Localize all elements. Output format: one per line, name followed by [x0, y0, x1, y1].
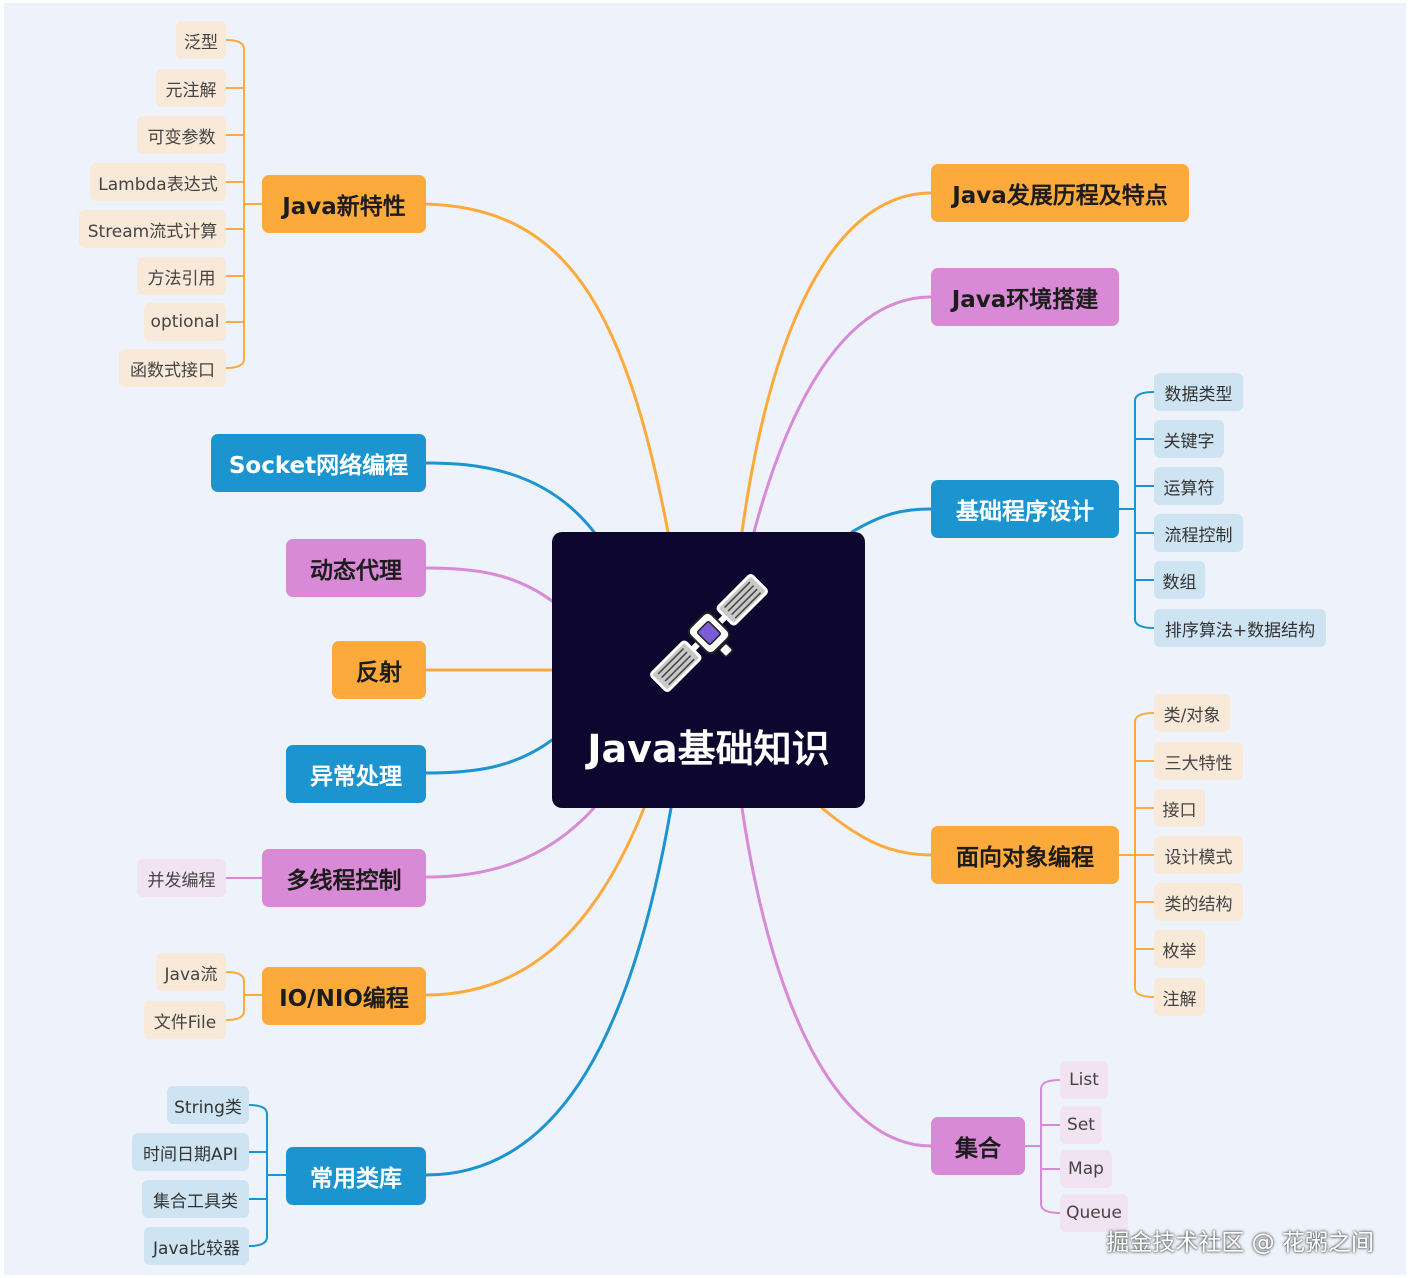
leaf-meta-annotation[interactable]: 元注解 — [156, 69, 226, 107]
connector-lines — [225, 39, 1155, 1247]
leaf-design-patterns[interactable]: 设计模式 — [1154, 836, 1243, 874]
link-basic-programming — [850, 507, 933, 534]
link-dynamic-proxy — [424, 566, 554, 603]
link-io-nio — [424, 806, 646, 997]
link-oop — [820, 806, 933, 857]
leaf-map[interactable]: Map — [1060, 1150, 1112, 1188]
satellite-icon — [649, 574, 768, 692]
branch-reflection[interactable]: 反射 — [332, 641, 426, 699]
branch-exception[interactable]: 异常处理 — [286, 745, 426, 803]
leaf-file[interactable]: 文件File — [144, 1001, 226, 1039]
link-multithread — [424, 806, 596, 879]
leaf-generics[interactable]: 泛型 — [176, 21, 226, 59]
link-collections — [740, 806, 933, 1148]
watermark-text: 掘金技术社区 @ 花粥之间 — [1106, 1230, 1374, 1256]
leaf-keywords[interactable]: 关键字 — [1154, 420, 1224, 458]
leaf-list[interactable]: List — [1060, 1061, 1108, 1099]
leaf-enum[interactable]: 枚举 — [1154, 930, 1205, 968]
leaf-sorting-ds[interactable]: 排序算法+数据结构 — [1154, 609, 1326, 647]
link-socket — [424, 461, 596, 534]
leaf-java-stream-io[interactable]: Java流 — [156, 953, 226, 991]
leaf-collection-utils[interactable]: 集合工具类 — [142, 1180, 249, 1218]
leaf-arrays[interactable]: 数组 — [1154, 561, 1205, 599]
link-common-libs — [424, 806, 673, 1177]
leaf-java-comparator[interactable]: Java比较器 — [144, 1227, 249, 1265]
branch-io-nio[interactable]: IO/NIO编程 — [262, 967, 426, 1025]
branch-env-setup[interactable]: Java环境搭建 — [931, 268, 1119, 326]
link-history — [740, 191, 933, 534]
link-exception — [424, 738, 554, 775]
center-node[interactable]: Java基础知识 — [552, 532, 865, 808]
leaf-varargs[interactable]: 可变参数 — [137, 116, 226, 154]
branch-collections[interactable]: 集合 — [931, 1117, 1025, 1175]
leaf-three-features[interactable]: 三大特性 — [1154, 742, 1243, 780]
leaf-class-structure[interactable]: 类的结构 — [1154, 883, 1243, 921]
mindmap-canvas: Java基础知识 Java新特性 Socket网络编程 动态代理 反射 异常处理… — [4, 3, 1406, 1275]
leaf-annotation[interactable]: 注解 — [1154, 978, 1205, 1016]
leaf-class-object[interactable]: 类/对象 — [1154, 694, 1230, 732]
leaf-concurrency[interactable]: 并发编程 — [137, 859, 226, 897]
link-java-new-features — [424, 202, 670, 534]
branch-common-libs[interactable]: 常用类库 — [286, 1147, 426, 1205]
leaf-functional-interface[interactable]: 函数式接口 — [119, 349, 226, 387]
branch-basic-programming[interactable]: 基础程序设计 — [931, 480, 1119, 538]
branch-java-new-features[interactable]: Java新特性 — [262, 175, 426, 233]
center-title: Java基础知识 — [587, 727, 830, 771]
leaf-set[interactable]: Set — [1060, 1106, 1102, 1144]
branch-socket[interactable]: Socket网络编程 — [211, 434, 426, 492]
leaf-lambda[interactable]: Lambda表达式 — [90, 163, 226, 201]
leaf-optional[interactable]: optional — [144, 303, 226, 341]
branch-history[interactable]: Java发展历程及特点 — [931, 164, 1189, 222]
branch-multithread[interactable]: 多线程控制 — [262, 849, 426, 907]
leaf-datetime-api[interactable]: 时间日期API — [132, 1133, 249, 1171]
link-env-setup — [752, 295, 933, 534]
branch-oop[interactable]: 面向对象编程 — [931, 826, 1119, 884]
leaf-method-ref[interactable]: 方法引用 — [137, 257, 226, 295]
branch-dynamic-proxy[interactable]: 动态代理 — [286, 539, 426, 597]
leaf-operators[interactable]: 运算符 — [1154, 467, 1224, 505]
leaf-data-types[interactable]: 数据类型 — [1154, 373, 1243, 411]
leaf-queue[interactable]: Queue — [1060, 1194, 1128, 1232]
leaf-flow-control[interactable]: 流程控制 — [1154, 514, 1243, 552]
leaf-string-class[interactable]: String类 — [167, 1086, 249, 1124]
leaf-interface[interactable]: 接口 — [1154, 789, 1205, 827]
leaf-stream[interactable]: Stream流式计算 — [79, 210, 226, 248]
